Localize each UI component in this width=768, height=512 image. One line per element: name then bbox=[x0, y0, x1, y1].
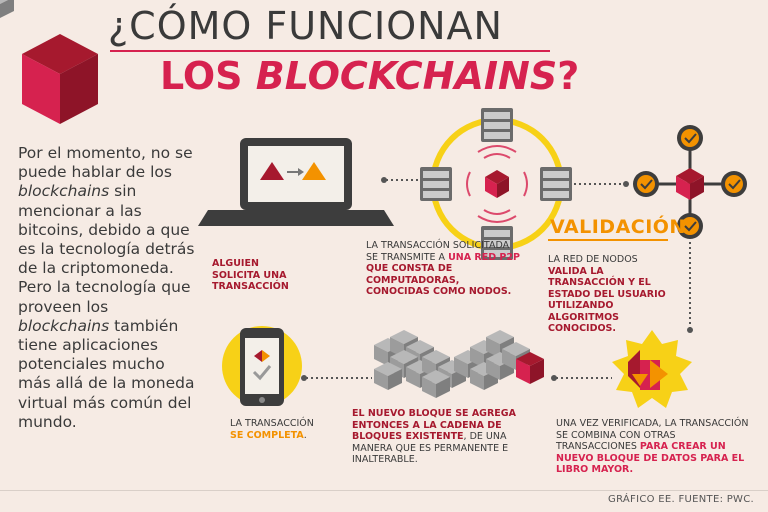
validation-title: VALIDACIÓN bbox=[550, 216, 686, 238]
validation-cluster bbox=[633, 125, 747, 239]
check-icon bbox=[677, 125, 703, 151]
phone-icon bbox=[222, 326, 302, 406]
intro-text: Por el momento, no se puede hablar de lo… bbox=[18, 144, 195, 431]
title-line-2: LOS BLOCKCHAINS? bbox=[160, 54, 580, 98]
step1-caption: ALGUIEN SOLICITA UNA TRANSACCIÓN bbox=[212, 258, 289, 292]
step6-caption: LA TRANSACCIÓN SE COMPLETA. bbox=[230, 418, 314, 441]
network-cube-icon bbox=[485, 170, 509, 198]
cube-logo-icon bbox=[22, 34, 98, 124]
server-nodes bbox=[420, 108, 572, 260]
title-divider bbox=[110, 50, 550, 52]
check-icon bbox=[677, 213, 703, 239]
step4-caption: UNA VEZ VERIFICADA, LA TRANSACCIÓN SE CO… bbox=[556, 418, 749, 475]
title-line-1: ¿CÓMO FUNCIONAN bbox=[108, 4, 503, 48]
footer-divider bbox=[0, 490, 768, 491]
check-icon bbox=[633, 171, 659, 197]
blockchain-cubes-icon bbox=[0, 0, 14, 18]
laptop-icon bbox=[198, 138, 394, 226]
step5-caption: EL NUEVO BLOQUE SE AGREGA ENTONCES A LA … bbox=[352, 408, 516, 465]
step3-caption: LA RED DE NODOS VALIDA LA TRANSACCIÓN Y … bbox=[548, 254, 666, 334]
source-credit: GRÁFICO EE. FUENTE: PWC. bbox=[608, 494, 754, 505]
step2-caption: LA TRANSACCIÓN SOLICITADA SE TRANSMITE A… bbox=[366, 240, 520, 297]
check-icon bbox=[721, 171, 747, 197]
chain-cube-grid bbox=[374, 330, 530, 398]
new-chain-cube-icon bbox=[516, 352, 544, 384]
new-block-burst-icon bbox=[612, 330, 692, 408]
